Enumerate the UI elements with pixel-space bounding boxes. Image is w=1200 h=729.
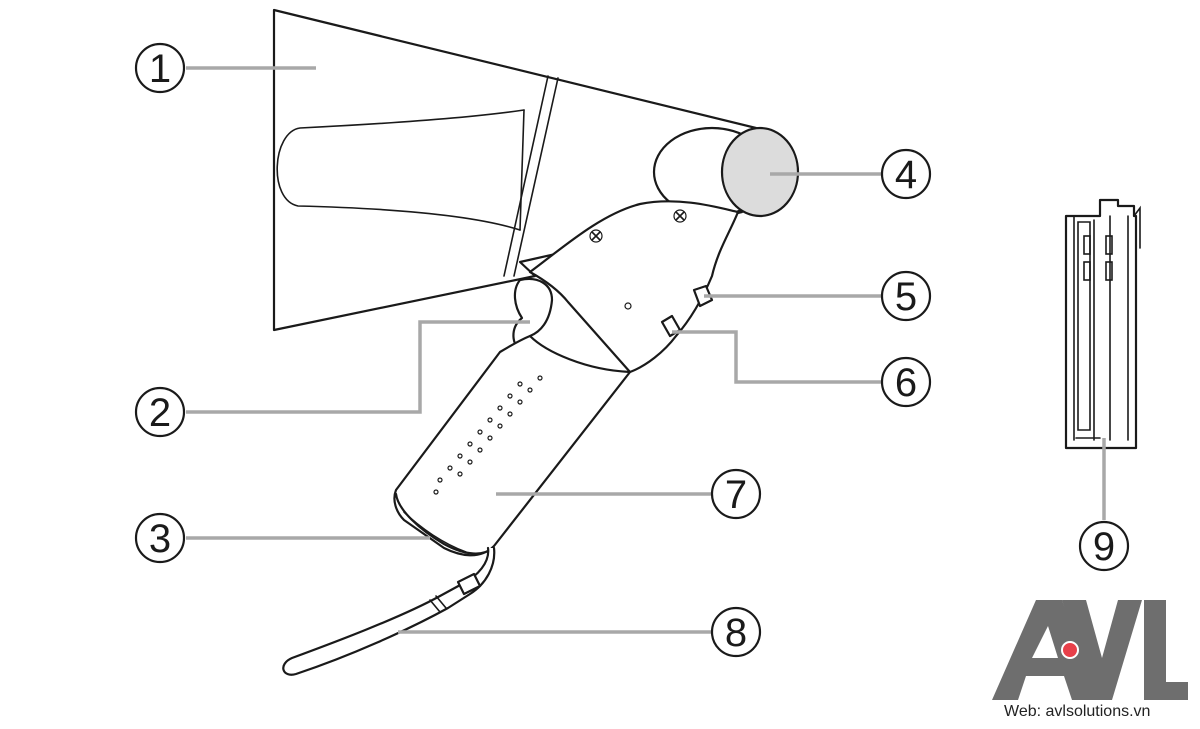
svg-text:1: 1 bbox=[149, 47, 171, 91]
logo-letter-l bbox=[1144, 600, 1188, 700]
avl-logo bbox=[992, 600, 1188, 700]
lens bbox=[720, 126, 800, 218]
svg-text:4: 4 bbox=[895, 153, 917, 197]
website-label: Web: avlsolutions.vn bbox=[1004, 703, 1151, 720]
svg-text:2: 2 bbox=[149, 391, 171, 435]
grip bbox=[393, 334, 632, 557]
svg-text:9: 9 bbox=[1093, 525, 1115, 569]
callout-1: 1 bbox=[134, 42, 186, 94]
svg-text:6: 6 bbox=[895, 361, 917, 405]
mic-head bbox=[652, 126, 800, 218]
logo-accent-dot bbox=[1061, 641, 1079, 659]
callout-4: 4 bbox=[880, 148, 932, 200]
svg-text:3: 3 bbox=[149, 517, 171, 561]
side-buttons bbox=[660, 284, 714, 338]
callout-9: 9 bbox=[1078, 520, 1130, 572]
strap bbox=[282, 546, 496, 676]
leader-lines bbox=[186, 66, 1106, 634]
callout-7: 7 bbox=[710, 468, 762, 520]
callout-8: 8 bbox=[710, 606, 762, 658]
callout-2: 2 bbox=[134, 386, 186, 438]
svg-text:5: 5 bbox=[895, 275, 917, 319]
callout-3: 3 bbox=[134, 512, 186, 564]
callout-6: 6 bbox=[880, 356, 932, 408]
callout-5: 5 bbox=[880, 270, 932, 322]
logo-letter-v bbox=[1062, 600, 1142, 700]
svg-text:7: 7 bbox=[725, 473, 747, 517]
svg-text:8: 8 bbox=[725, 611, 747, 655]
grip-holes bbox=[433, 375, 543, 495]
battery-pack bbox=[1064, 198, 1141, 450]
